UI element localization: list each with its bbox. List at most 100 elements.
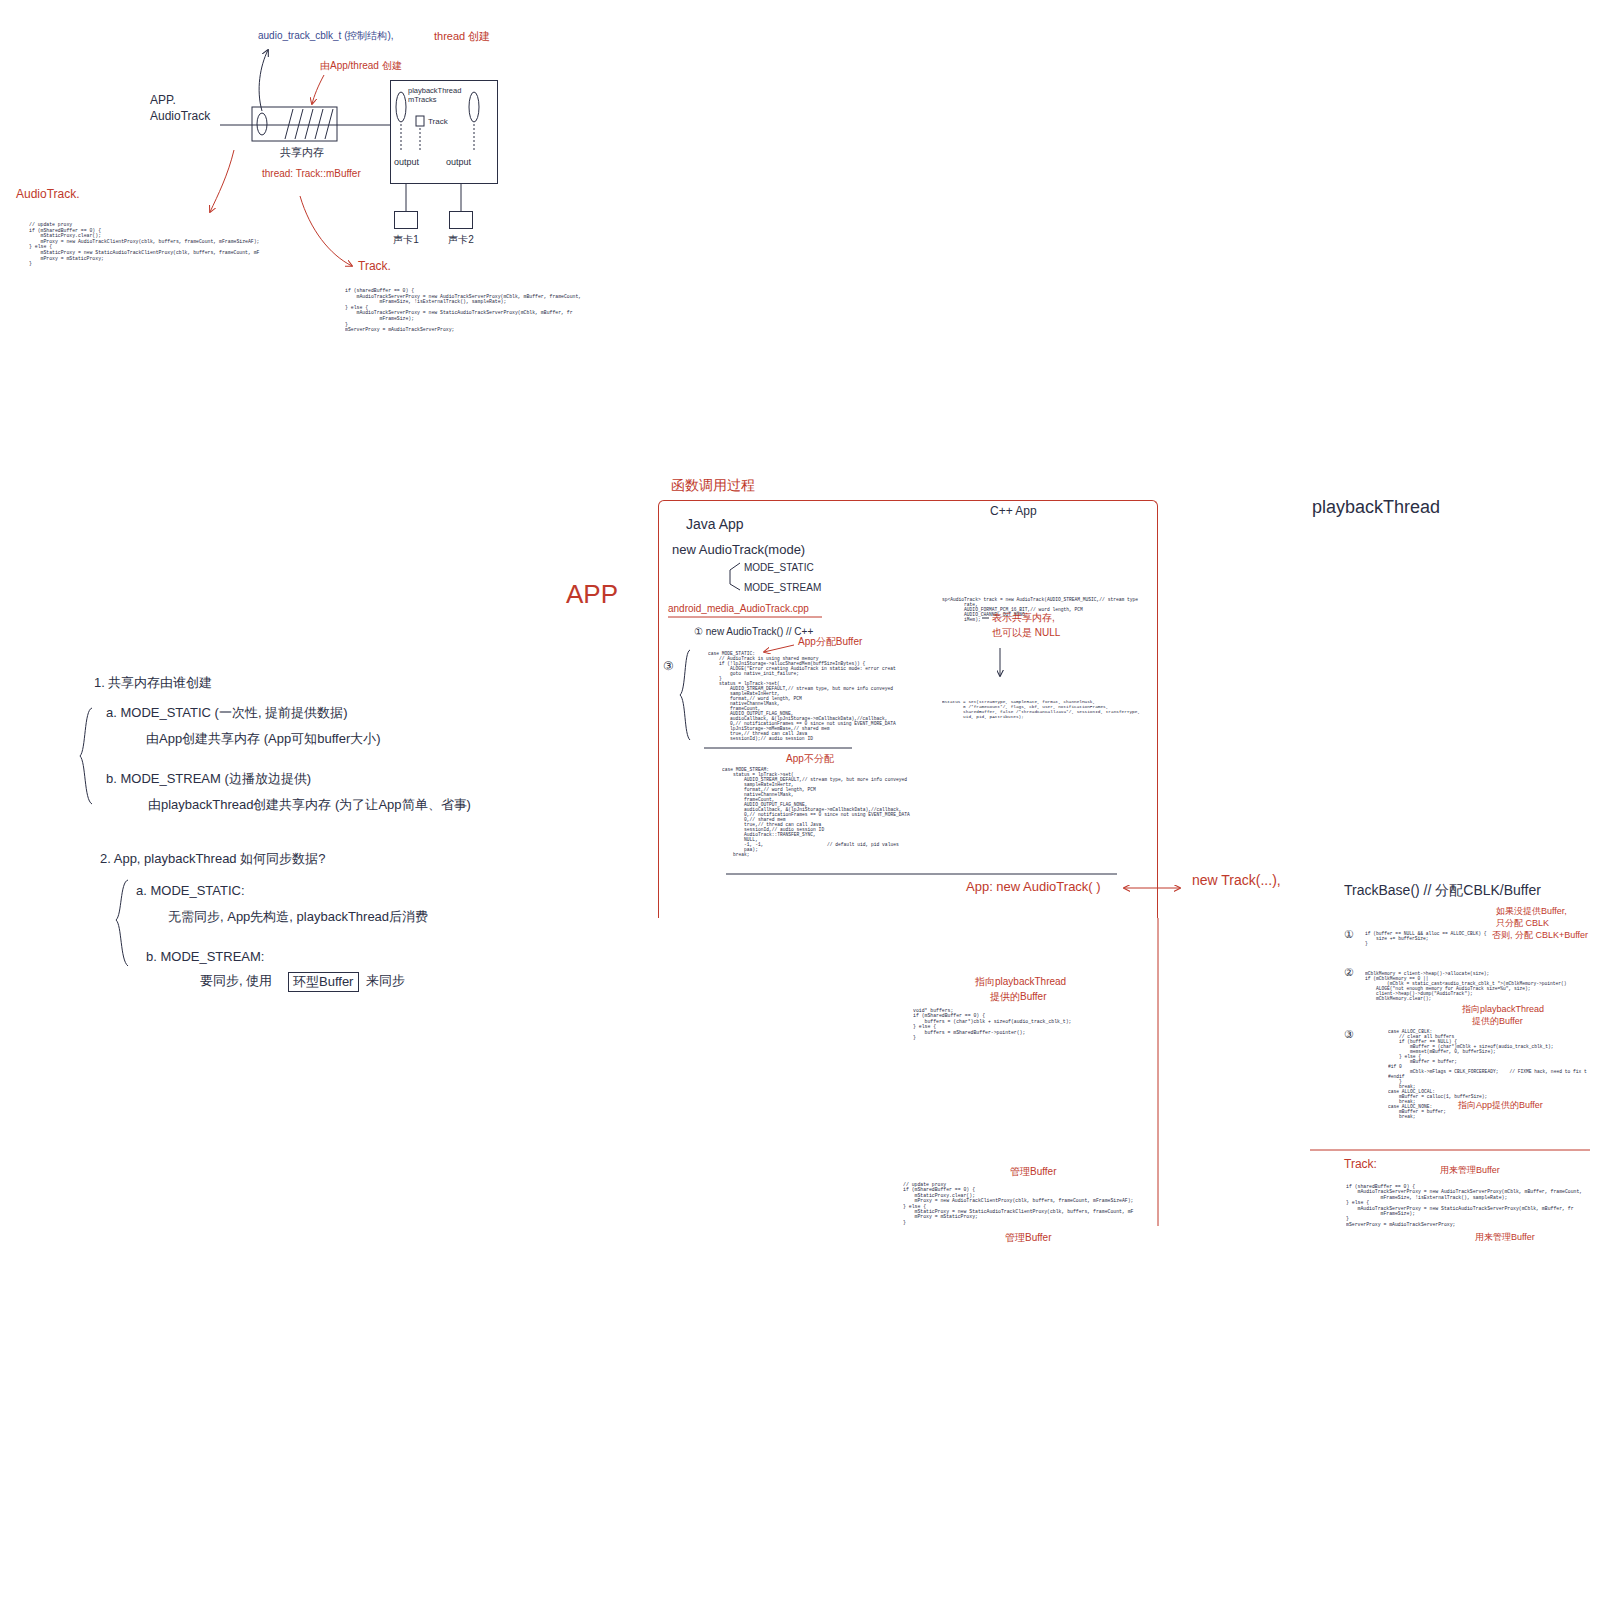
code-line: mProxy = new AudioTrackClientProxy(cblk,… — [903, 1198, 1133, 1203]
note-text: new AudioTrack(mode) — [672, 543, 805, 558]
cblk-symbol — [257, 113, 267, 135]
code-line: (mCblk = static_cast<audio_track_cblk_t … — [1365, 982, 1567, 987]
note-text: android_media_AudioTrack.cpp — [668, 603, 809, 615]
code-line: #endif — [1388, 1075, 1405, 1080]
code-line: format,// word length, PCM — [722, 788, 816, 793]
code-line: mServerProxy = mAudioTrackServerProxy; — [345, 327, 454, 332]
code-line: void* buffers; — [913, 1008, 953, 1013]
code-line: sessionId,// audio session ID — [722, 828, 824, 833]
code-line: case ALLOC_CBLK: — [1388, 1030, 1432, 1035]
code-line: AUDIO_STREAM_DEFAULT,// stream type, but… — [722, 778, 907, 783]
note-text: 2. App, playbackThread 如何同步数据? — [100, 852, 325, 867]
code-line: mProxy = new AudioTrackClientProxy(cblk,… — [29, 239, 259, 244]
code-line: iMem); — [942, 618, 981, 623]
code-line: sharedBuffer, false /*threadCanCallJava*… — [942, 710, 1140, 714]
track-slot — [469, 92, 479, 122]
note-text: TrackBase() // 分配CBLK/Buffer — [1344, 882, 1541, 898]
code-line: uid, pid, pAttributes); — [942, 715, 1024, 719]
note-text: 指向playbackThread — [1462, 1004, 1544, 1014]
code-line: } — [29, 261, 32, 266]
code-line: } — [913, 1035, 916, 1040]
code-line: mCblkMemory = client->heap()->allocate(s… — [1365, 972, 1489, 977]
code-line: } — [708, 677, 722, 682]
code-line: buffers = (char*)cblk + sizeof(audio_tra… — [913, 1019, 1071, 1024]
code-line: size += bufferSize; — [1365, 937, 1428, 942]
code-line: if (mSharedBuffer == 0) { — [903, 1187, 975, 1192]
note-text: C++ App — [990, 505, 1037, 519]
code-line: frameCount, — [708, 707, 760, 712]
code-line: break; — [1388, 1100, 1416, 1105]
code-line: frameCount, — [722, 798, 774, 803]
note-text: output — [446, 157, 471, 167]
code-line: } — [1346, 1216, 1349, 1221]
code-line: client->heap()->dump("AudioTrack"); — [1365, 992, 1473, 997]
code-line: goto native_init_failure; — [708, 672, 799, 677]
code-line: AUDIO_STREAM_DEFAULT,// stream type, but… — [708, 687, 893, 692]
code-line: } — [345, 322, 348, 327]
code-line: } else { — [29, 244, 52, 249]
code-line: AUDIO_FORMAT_PCM_16_BIT,// word length, … — [942, 608, 1083, 613]
note-text: a. MODE_STATIC (一次性, 提前提供数据) — [106, 706, 347, 721]
note-text: b. MODE_STREAM: — [146, 950, 264, 965]
node-text: 声卡1 — [393, 233, 419, 247]
code-line: true,// thread can call Java — [722, 823, 821, 828]
code-line: mServerProxy = mAudioTrackServerProxy; — [1346, 1222, 1455, 1227]
code-line: // update proxy — [903, 1182, 946, 1187]
note-text: ① — [1344, 928, 1354, 941]
separator-line — [1310, 1150, 1590, 1151]
code-line: if (!lpJniStorage->allocSharedMem(buffSi… — [708, 662, 865, 667]
code-line: mProxy = mStaticProxy; — [903, 1214, 978, 1219]
connector — [461, 184, 462, 211]
code-line: // clear all buffers — [1388, 1035, 1454, 1040]
code-line: ALOGE("not enough memory for AudioTrack … — [1365, 987, 1531, 992]
note-text: 指向App提供的Buffer — [1458, 1100, 1543, 1110]
note-text: ② — [1344, 966, 1354, 979]
code-line: 0 /*frameCount*/, flags, cbf, user, noti… — [942, 705, 1108, 709]
sound-card-box: 声卡2 — [449, 211, 473, 229]
note-text: output — [394, 157, 419, 167]
note-text: Track: — [1344, 1158, 1377, 1172]
code-line: mBuffer = calloc(1, bufferSize); — [1388, 1095, 1487, 1100]
ring-buffer-box: 环型Buffer — [288, 972, 359, 992]
code-line: case MODE_STATIC: — [708, 652, 755, 657]
code-line: mBuffer = buffer; — [1388, 1060, 1457, 1065]
separator-line — [726, 874, 1117, 875]
code-line: mBuffer = (char*)mCblk + sizeof(audio_tr… — [1388, 1045, 1554, 1050]
data-wire — [220, 125, 390, 126]
code-line: mCblk->mFlags = CBLK_FORCEREADY; // FIXM… — [1388, 1070, 1587, 1075]
node-text: playbackThread mTracks — [408, 86, 468, 104]
leader-line — [259, 50, 268, 111]
mix-line — [401, 124, 474, 152]
code-line: if (buffer == NULL && alloc == ALLOC_CBL… — [1365, 932, 1486, 937]
note-text: Track — [428, 117, 448, 126]
code-line: 0,// notificationFrames == 0 since not u… — [722, 813, 910, 818]
code-line: if (mSharedBuffer == 0) { — [913, 1013, 985, 1018]
node-text: 声卡2 — [448, 233, 474, 247]
note-text: AudioTrack. — [16, 188, 80, 202]
note-text: 要同步, 使用 — [200, 974, 272, 989]
code-line: format,// word length, PCM — [708, 697, 802, 702]
track-symbol — [416, 116, 424, 126]
code-line: mStatus = set(streamType, sampleRate, fo… — [942, 700, 1095, 704]
code-line: sampleRateInHertz, — [708, 692, 780, 697]
code-line: status = lpTrack->set( — [708, 682, 780, 687]
code-line: NULL, — [722, 838, 758, 843]
note-text: APP — [566, 580, 618, 610]
note-text: 无需同步, App先构造, playbackThread后消费 — [168, 910, 428, 925]
note-text: 提供的Buffer — [1472, 1016, 1523, 1026]
shared-buffer — [252, 107, 337, 141]
code-line: if (sharedBuffer == 0) { — [1346, 1184, 1415, 1189]
code-line: audioCallback, &(lpJniStorage->mCallback… — [722, 808, 901, 813]
note-text: 只分配 CBLK — [1496, 918, 1549, 928]
code-line: nativeChannelMask, — [722, 793, 794, 798]
note-text: ③ — [1344, 1028, 1354, 1041]
leader-arrow — [300, 196, 352, 266]
code-line: } else { — [1388, 1055, 1421, 1060]
code-line: mBuffer = buffer; — [1388, 1110, 1446, 1115]
code-line: case ALLOC_NONE: — [1388, 1105, 1432, 1110]
code-line: ALOGE("Error creating AudioTrack in stat… — [708, 667, 896, 672]
code-line: buffers = mSharedBuffer->pointer(); — [913, 1030, 1025, 1035]
code-line: if (sharedBuffer == 0) { — [345, 288, 414, 293]
note-text: App: new AudioTrack( ) — [966, 880, 1101, 895]
